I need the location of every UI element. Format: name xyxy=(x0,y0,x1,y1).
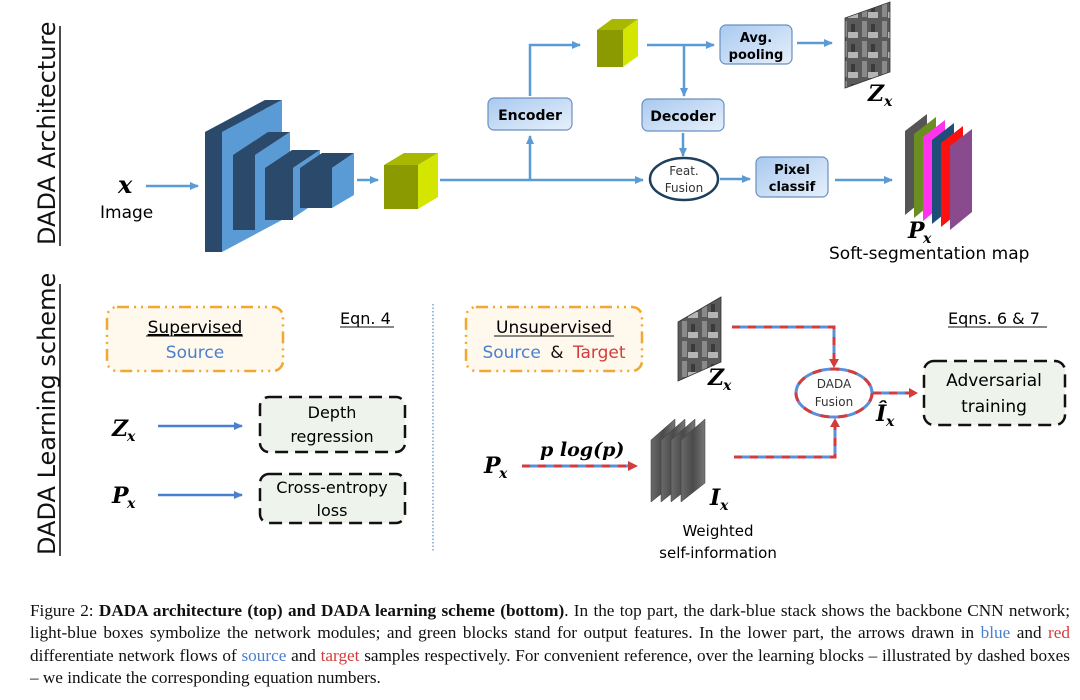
input-label: Image xyxy=(100,203,153,223)
dada-fusion-to-adversarial-flow xyxy=(873,388,918,398)
encoder-to-feature-arrow xyxy=(528,41,581,96)
encoder-module: Encoder xyxy=(487,97,573,131)
unsup-depth-symbol: Z x xyxy=(707,365,732,394)
svg-text:Eqn. 4: Eqn. 4 xyxy=(340,309,391,328)
selfinfo-label-line2: self-information xyxy=(659,544,777,562)
svg-text:Fusion: Fusion xyxy=(815,395,853,409)
svg-text:Î: Î xyxy=(875,400,887,427)
selfinfo-to-dada-fusion-flow xyxy=(734,418,840,459)
svg-text:x: x xyxy=(719,498,729,514)
caption-figure-label: Figure 2: xyxy=(30,601,94,620)
svg-text:P: P xyxy=(907,218,926,244)
svg-text:x: x xyxy=(885,414,895,430)
svg-text:Source: Source xyxy=(166,343,224,363)
svg-text:Z: Z xyxy=(867,81,885,107)
svg-text:Cross-entropy: Cross-entropy xyxy=(276,478,388,497)
svg-text:Depth: Depth xyxy=(308,403,357,422)
fused-selfinfo-symbol: Î x xyxy=(875,400,895,430)
depth-to-dada-fusion-flow xyxy=(732,325,839,368)
seg-channel-sheet xyxy=(950,129,972,230)
svg-text:classif: classif xyxy=(769,180,816,195)
feature-block-backbone xyxy=(384,153,438,209)
supervised-seg-symbol: P x xyxy=(111,483,136,512)
dada-figure: DADA Architecture DADA Learning scheme x… xyxy=(33,1,1067,562)
seg-output-symbol: P x xyxy=(907,218,932,247)
caption-target-word: target xyxy=(320,645,360,665)
architecture-section-label: DADA Architecture xyxy=(33,21,61,246)
unsupervised-equation-ref: Eqns. 6 & 7 xyxy=(948,309,1047,328)
feature-block-encoder xyxy=(597,19,638,67)
input-symbol: x xyxy=(117,170,133,199)
svg-text:P: P xyxy=(111,483,130,509)
caption-source-word: source xyxy=(241,645,287,665)
learning-section-label: DADA Learning scheme xyxy=(33,273,61,556)
svg-text:x: x xyxy=(126,496,136,512)
svg-text:Decoder: Decoder xyxy=(650,109,716,125)
svg-text:Eqns. 6 & 7: Eqns. 6 & 7 xyxy=(948,309,1040,328)
pixel-classif-module: Pixel classif xyxy=(755,156,829,198)
svg-text:Adversarial: Adversarial xyxy=(946,371,1042,391)
svg-text:Pixel: Pixel xyxy=(774,163,810,178)
svg-text:DADA Architecture: DADA Architecture xyxy=(33,21,61,245)
seg-to-selfinfo-flow xyxy=(522,461,638,471)
plogp-label: p log(p) xyxy=(540,439,624,461)
decoder-module: Decoder xyxy=(641,98,725,132)
unsup-depth-map-thumbnail xyxy=(677,296,722,382)
svg-text:regression: regression xyxy=(290,427,373,446)
svg-text:Encoder: Encoder xyxy=(498,108,562,124)
avg-pooling-module: Avg. pooling xyxy=(719,24,793,65)
backbone-cnn-stack xyxy=(205,100,354,252)
caption-red-word: red xyxy=(1048,623,1070,643)
caption-text-3: samples respectively. For convenient ref… xyxy=(30,645,1070,688)
selfinfo-channel-sheet xyxy=(680,418,706,503)
svg-text:x: x xyxy=(883,94,893,110)
soft-segmentation-map xyxy=(905,114,972,230)
adversarial-training-box: Adversarial training xyxy=(922,359,1067,427)
caption-and-1: and xyxy=(1010,623,1049,643)
supervised-equation-ref: Eqn. 4 xyxy=(340,309,394,328)
selfinfo-symbol: I x xyxy=(709,485,729,514)
svg-text:Z: Z xyxy=(707,365,725,391)
figure-caption: Figure 2: DADA architecture (top) and DA… xyxy=(30,600,1070,690)
caption-text-2: differentiate network flows of xyxy=(30,645,242,665)
svg-text:x: x xyxy=(126,429,136,445)
svg-text:Supervised: Supervised xyxy=(148,318,243,338)
svg-text:pooling: pooling xyxy=(729,48,784,63)
svg-text:x: x xyxy=(922,231,932,247)
cross-entropy-box: Cross-entropy loss xyxy=(258,472,407,525)
svg-text:Unsupervised: Unsupervised xyxy=(496,318,612,338)
supervised-legend-box: Supervised Source xyxy=(105,305,285,373)
caption-text-1: . In the top part, the dark-blue stack s… xyxy=(30,601,1071,643)
svg-text:Z: Z xyxy=(111,416,129,442)
selfinfo-label-line1: Weighted xyxy=(682,522,753,540)
svg-text:Avg.: Avg. xyxy=(740,31,772,46)
caption-bold-title: DADA architecture (top) and DADA learnin… xyxy=(98,601,565,620)
svg-text:P: P xyxy=(483,453,502,479)
svg-text:Source & Target: Source & Target xyxy=(482,343,625,363)
svg-text:x: x xyxy=(722,378,732,394)
caption-and-2: and xyxy=(286,645,321,665)
svg-text:DADA: DADA xyxy=(817,377,852,391)
self-information-map xyxy=(650,418,706,503)
unsupervised-legend-box: Unsupervised Source & Target xyxy=(464,305,644,373)
svg-text:training: training xyxy=(961,397,1027,417)
seg-output-label: Soft-segmentation map xyxy=(829,244,1029,264)
seg-symbol-unsup: P x xyxy=(483,453,508,482)
svg-text:Fusion: Fusion xyxy=(665,181,703,195)
depth-output-symbol: Z x xyxy=(867,81,893,110)
svg-text:x: x xyxy=(498,466,508,482)
depth-regression-box: Depth regression xyxy=(258,395,407,454)
dada-fusion-node: DADA Fusion xyxy=(794,367,874,419)
svg-text:DADA Learning scheme: DADA Learning scheme xyxy=(33,273,61,555)
svg-text:Feat.: Feat. xyxy=(669,164,699,178)
supervised-depth-symbol: Z x xyxy=(111,416,136,445)
svg-text:loss: loss xyxy=(317,501,348,520)
feature-fusion-node: Feat. Fusion xyxy=(648,156,720,202)
svg-text:I: I xyxy=(709,485,721,511)
caption-blue-word: blue xyxy=(980,623,1011,643)
depth-map-thumbnail xyxy=(844,1,891,89)
